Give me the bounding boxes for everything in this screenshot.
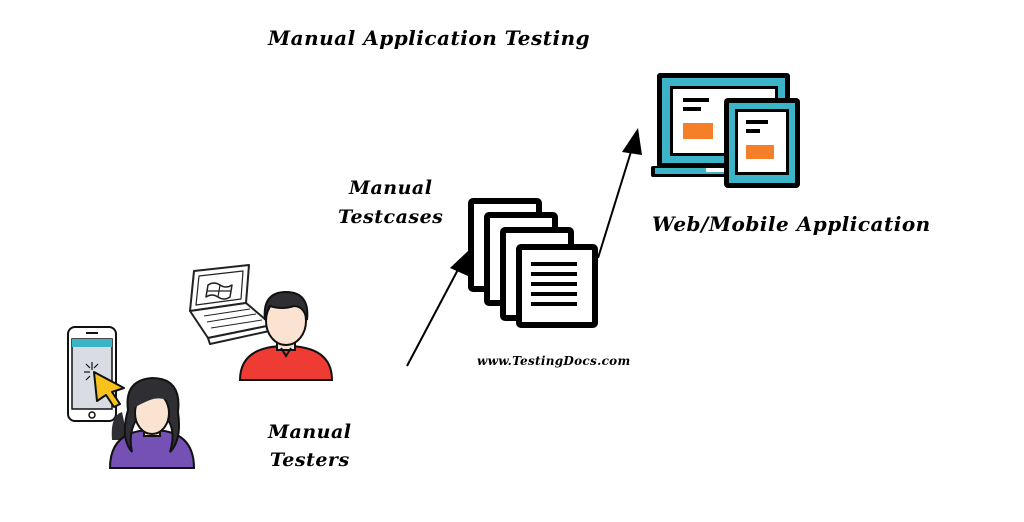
- laptop-sketch-icon: [189, 264, 275, 345]
- male-tester-icon: [238, 290, 334, 381]
- testcases-label-line1: Manual: [348, 177, 433, 199]
- testcases-label-line2: Testcases: [338, 206, 444, 228]
- testcases-label: Manual Testcases: [338, 174, 443, 232]
- female-tester-icon: [108, 376, 196, 469]
- arrow-to-application-icon: [597, 128, 642, 259]
- website-url: www.TestingDocs.com: [477, 354, 631, 368]
- testers-label-line2: Testers: [269, 449, 350, 471]
- cursor-icon: [93, 371, 125, 408]
- arrow-to-testcases-icon: [406, 251, 468, 367]
- application-label: Web/Mobile Application: [652, 212, 931, 236]
- document-stack-icon: [468, 198, 598, 328]
- diagram-title: Manual Application Testing: [268, 26, 591, 50]
- mobile-phone-icon: [67, 326, 125, 422]
- testers-label: Manual Testers: [268, 418, 352, 474]
- testers-label-line1: Manual: [268, 421, 352, 443]
- laptop-tablet-icon: [651, 73, 800, 188]
